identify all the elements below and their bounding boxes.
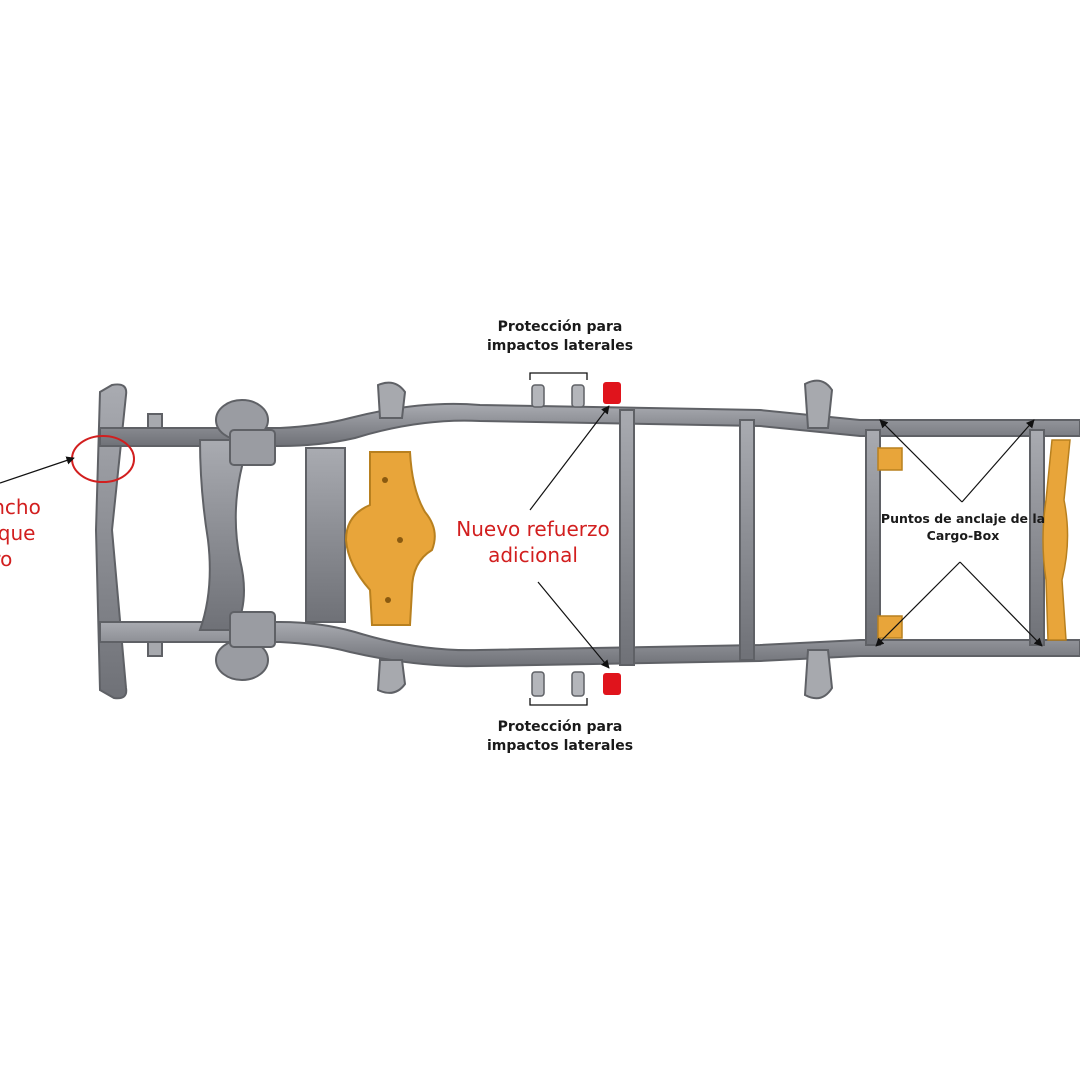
side-impact-bracket-bottom [529,698,588,706]
side-impact-bracket-top [529,372,588,380]
arrow-to-cargo-anchor-rear-bottom [959,561,1043,647]
body-mount-brackets [147,379,834,700]
rear-orange-brackets [877,439,1071,641]
label-line: adicional [488,543,578,567]
label-line: ancho [0,495,41,519]
new-reinforcement-markers [603,382,621,695]
label-line: ero [0,547,13,571]
label-line: impactos laterales [486,737,634,754]
front-bumper-beam [94,383,128,700]
arrow-to-tow-hook [0,456,75,484]
label-new-reinforcement: Nuevo refuerzo adicional [438,516,628,568]
orange-reinforcement-plate [344,451,436,626]
label-cargo-box-anchor: Puntos de anclaje de la Cargo-Box [878,511,1048,545]
side-impact-tubes-bottom [531,671,585,697]
arrow-to-new-reinforcement-bottom [537,581,610,669]
annotation-arrows [0,405,1043,669]
label-tow-hook-partial: ancho olque ero [0,494,70,572]
label-line: Nuevo refuerzo [456,517,610,541]
arrow-to-cargo-anchor-rear-top [961,419,1035,503]
label-line: Protección para [497,719,623,735]
arrow-to-new-reinforcement-top [529,405,610,511]
label-line: Protección para [497,319,623,335]
frame-top-rail [99,402,1080,447]
label-side-impact-top: Protección para impactos laterales [470,318,650,356]
label-line: olque [0,521,36,545]
front-suspension-mounts [215,399,276,681]
label-side-impact-bottom: Protección para impactos laterales [470,718,650,756]
cross-members [198,409,1045,666]
label-line: impactos laterales [486,337,634,354]
arrow-to-cargo-anchor-front-top [879,419,963,503]
side-impact-tubes-top [531,384,585,408]
frame-bottom-rail [99,621,1080,668]
label-line: Puntos de anclaje de la [880,511,1046,526]
arrow-to-cargo-anchor-front-bottom [875,561,961,647]
label-line: Cargo-Box [926,527,1000,543]
